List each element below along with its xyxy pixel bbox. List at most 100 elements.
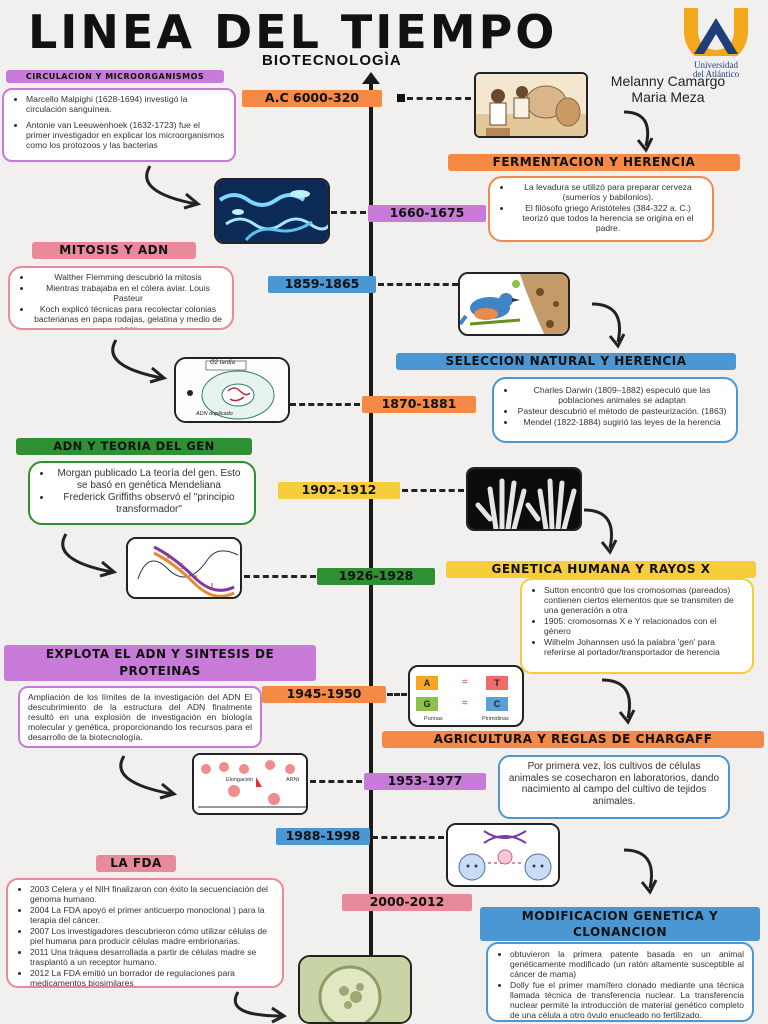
- university-name-1: Universidad: [694, 60, 738, 70]
- box-explota: Ampliación de los límites de la investig…: [18, 686, 262, 748]
- tag-seleccion: SELECCION NATURAL Y HERENCIA: [396, 353, 736, 370]
- image-fermentacion: [474, 72, 588, 138]
- image-xray-hands: [466, 467, 582, 531]
- diagram-label-g2: G2 tardía: [210, 360, 236, 366]
- curved-arrow-icon: [591, 302, 626, 349]
- pair-equals-icon: =: [462, 698, 468, 709]
- date-marker: 1945-1950: [262, 686, 386, 703]
- page-title: LINEA DEL TIEMPO: [28, 5, 558, 59]
- tag-fermentacion: FERMENTACION Y HERENCIA: [448, 154, 740, 171]
- base-a: A: [416, 676, 438, 690]
- image-mitosis-diagram: G2 tardía ADN duplicado: [174, 357, 290, 423]
- university-logo-icon: [684, 8, 748, 64]
- date-marker: 1953-1977: [364, 773, 486, 790]
- box-item: Mendel (1822-1884) sugirió las leyes de …: [516, 417, 728, 427]
- diagram-label-arnt: ARNt: [286, 777, 300, 783]
- diagram-label-adn: ADN duplicado: [196, 411, 233, 417]
- curved-arrow-icon: [145, 165, 202, 210]
- connector-line: [310, 780, 362, 783]
- box-fda: 2003 Celera y el NIH finalizaron con éxi…: [6, 878, 284, 988]
- curved-arrow-icon: [119, 755, 178, 800]
- box-item: 2011 Una tráquea desarrollada a partir d…: [30, 947, 274, 967]
- box-text: Por primera vez, los cultivos de células…: [508, 761, 720, 807]
- box-item: Wilhelm Johannsen usó la palabra 'gen' p…: [544, 637, 744, 657]
- author-2: Maria Meza: [631, 89, 705, 105]
- base-c: C: [486, 697, 508, 711]
- author-1: Melanny Camargo: [610, 73, 726, 89]
- box-item: Dolly fue el primer mamífero clonado med…: [510, 980, 744, 1020]
- curved-arrow-icon: [623, 110, 654, 153]
- connector-line: [331, 211, 366, 214]
- box-seleccion: Charles Darwin (1809–1882) especuló que …: [492, 377, 738, 443]
- base-g: G: [416, 697, 438, 711]
- box-item: Antonie van Leeuwenhoek (1632-1723) fue …: [26, 120, 226, 150]
- tag-mitosis: MITOSIS Y ADN: [32, 242, 196, 259]
- curved-arrow-icon: [61, 533, 118, 578]
- university-name-2: del Atlántico: [692, 69, 740, 79]
- curved-arrow-icon: [233, 991, 287, 1024]
- image-chargaff: A = T G = C Purinas Pirimidinas: [408, 665, 524, 727]
- date-marker: 1859-1865: [268, 276, 376, 293]
- label-pirimidinas: Pirimidinas: [482, 716, 509, 722]
- timeline-arrow-icon: [362, 72, 380, 84]
- box-item: Walther Flemming descubrió la mitosis: [32, 272, 224, 282]
- bacteria-microscope-icon: [216, 180, 328, 242]
- cloned-sheep-icon: [448, 825, 558, 885]
- box-text: Ampliación de los límites de la investig…: [28, 692, 252, 742]
- date-marker: 1926-1928: [317, 568, 435, 585]
- box-circulacion: Marcello Malpighi (1628-1694) investigó …: [2, 88, 236, 162]
- box-adn-teoria: Morgan publicado La teoría del gen. Esto…: [28, 461, 256, 525]
- box-item: Charles Darwin (1809–1882) especuló que …: [516, 385, 728, 405]
- date-marker: 1988-1998: [276, 828, 370, 845]
- box-item: 1905: cromosomas X e Y relacionados con …: [544, 616, 744, 636]
- box-modificacion: obtuvieron la primera patente basada en …: [486, 942, 754, 1022]
- curved-arrow-icon: [623, 848, 658, 895]
- protein-synthesis-diagram-icon: [194, 755, 306, 813]
- tag-circulacion: CIRCULACION Y MICROORGANISMOS: [6, 70, 224, 83]
- curved-arrow-icon: [111, 339, 168, 384]
- image-stem-cell: [298, 955, 412, 1024]
- xray-hands-icon: [468, 469, 580, 529]
- box-item: Pasteur descubrió el método de pasteuriz…: [516, 406, 728, 416]
- image-darwin-bird: [458, 272, 570, 336]
- page-subtitle: BIOTECNOLOGÌA: [262, 52, 402, 69]
- box-item: Mientras trabajaba en el cólera aviar. L…: [32, 283, 224, 303]
- box-item: 2004 La FDA apoyó el primer anticuerpo m…: [30, 905, 274, 925]
- pair-equals-icon: =: [462, 677, 468, 688]
- box-item: Sutton encontró que los cromosomas (pare…: [544, 585, 744, 615]
- image-protein-synthesis: Elongación ARNt: [192, 753, 308, 815]
- box-item: obtuvieron la primera patente basada en …: [510, 949, 744, 979]
- university-logo: Universidad del Atlántico: [676, 4, 756, 79]
- box-item: Morgan publicado La teoría del gen. Esto…: [52, 468, 246, 491]
- tag-fda: LA FDA: [96, 855, 176, 872]
- date-marker: A.C 6000-320: [242, 90, 382, 107]
- box-item: Koch explicó técnicas para recolectar co…: [32, 304, 224, 328]
- box-item: Marcello Malpighi (1628-1694) investigó …: [26, 94, 226, 114]
- diagram-label-elongacion: Elongación: [226, 777, 254, 783]
- marker-square-icon: [397, 94, 405, 102]
- connector-line: [372, 836, 444, 839]
- date-marker: 1870-1881: [362, 396, 476, 413]
- tag-agricultura: AGRICULTURA Y REGLAS DE CHARGAFF: [382, 731, 764, 748]
- box-item: El filósofo griego Aristóteles (384-322 …: [512, 203, 704, 233]
- connector-line: [407, 97, 471, 100]
- box-item: Frederick Griffiths observó el "principi…: [52, 492, 246, 515]
- timeline-axis: [369, 78, 373, 1024]
- box-agricultura: Por primera vez, los cultivos de células…: [498, 755, 730, 819]
- box-fermentacion: La levadura se utilizó para preparar cer…: [488, 176, 714, 242]
- connector-line: [387, 693, 407, 696]
- tag-modificacion: MODIFICACION GENETICA Y CLONANCION: [480, 907, 760, 941]
- date-marker: 1660-1675: [368, 205, 486, 222]
- connector-line: [244, 575, 316, 578]
- base-t: T: [486, 676, 508, 690]
- curved-arrow-icon: [583, 508, 618, 555]
- bird-on-branch-icon: [460, 274, 568, 334]
- tag-adn-teoria: ADN Y TEORIA DEL GEN: [16, 438, 252, 455]
- box-item: 2003 Celera y el NIH finalizaron con éxi…: [30, 884, 274, 904]
- authors: Melanny Camargo Maria Meza: [588, 73, 748, 105]
- image-dolly-sheep: [446, 823, 560, 887]
- connector-line: [290, 403, 360, 406]
- box-mitosis: Walther Flemming descubrió la mitosis Mi…: [8, 266, 234, 330]
- connector-line: [378, 283, 458, 286]
- image-chromosome-diagram: [126, 537, 242, 599]
